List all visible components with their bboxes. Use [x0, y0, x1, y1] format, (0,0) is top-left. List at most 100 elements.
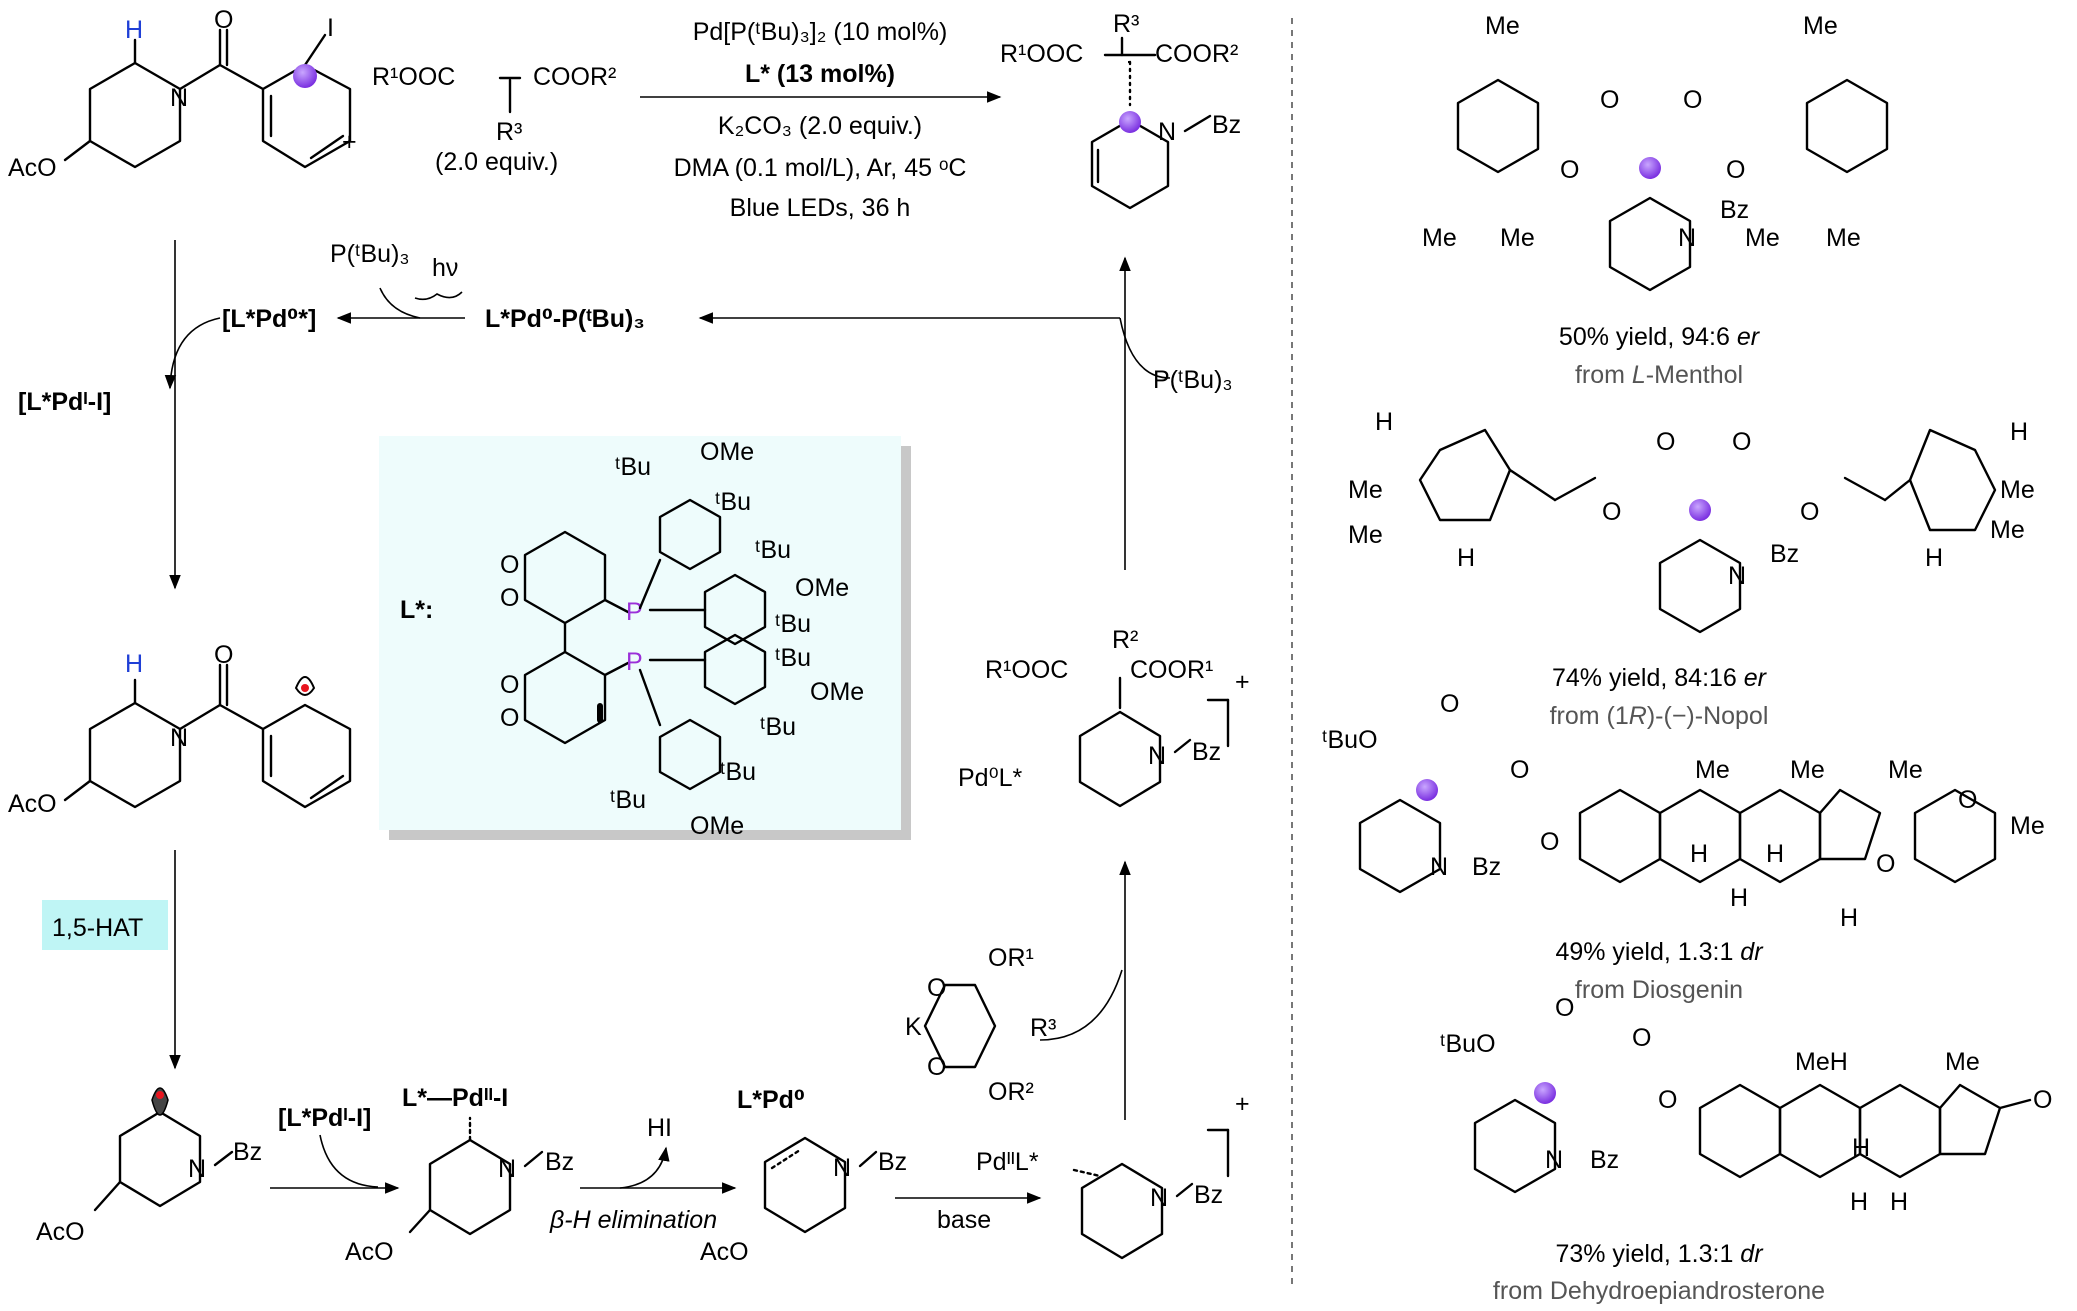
coupled-pd: Pd⁰L*: [958, 764, 1023, 792]
menthol-o1: O: [1560, 156, 1579, 184]
aryl-o: O: [214, 641, 233, 669]
excited-pd: [L*Pd⁰*]: [222, 305, 316, 333]
diosgenin-o5: O: [1876, 850, 1895, 878]
condition-catalyst: Pd[P(ᵗBu)₃]₂ (10 mol%): [693, 18, 948, 46]
malonate-r3: R³: [496, 118, 522, 146]
hi-label: HI: [647, 1114, 672, 1142]
pd0-alkene-n: N: [833, 1154, 851, 1182]
example-dhea: ᵗBuO O O O N Bz O MeH Me H H H 73% yield…: [1440, 994, 2052, 1305]
ligand-tbu4: ᵗBu: [775, 610, 811, 638]
alkyl-radical-intermediate: N Bz AcO: [36, 1087, 262, 1246]
hv-label: hν: [432, 254, 458, 282]
coupled-intermediate: R¹OOC COOR¹ R² N Bz Pd⁰L* +: [958, 626, 1250, 808]
coupled-bz: Bz: [1192, 738, 1221, 766]
dhea-meh: MeH: [1795, 1048, 1848, 1076]
base-step: base: [895, 1192, 1042, 1234]
aryl-h: H: [125, 650, 143, 678]
pdII-n: N: [498, 1155, 516, 1183]
dhea-o3: O: [1658, 1086, 1677, 1114]
product-bz: Bz: [1212, 111, 1241, 139]
nopol-o2: O: [1656, 428, 1675, 456]
hat-label: 1,5-HAT: [52, 914, 143, 942]
nopol-yield: 74% yield, 84:16 er: [1552, 664, 1768, 692]
pdII-aco: AcO: [345, 1238, 394, 1266]
dhea-o4: O: [2033, 1086, 2052, 1114]
malonate-right: COOR²: [533, 63, 616, 91]
menthol-me6: Me: [1826, 224, 1861, 252]
substrate-i: I: [327, 14, 334, 42]
diosgenin-o1: O: [1440, 690, 1459, 718]
substrate-piperidine-amide: H O I N AcO: [8, 6, 352, 182]
pdI-iodide: [L*Pdᴵ-I]: [18, 388, 111, 416]
dhea-h3: H: [1890, 1188, 1908, 1216]
dhea-me: Me: [1945, 1048, 1980, 1076]
aryl-n: N: [170, 724, 188, 752]
enolate-r3: R³: [1030, 1014, 1056, 1042]
dhea-tbuo: ᵗBuO: [1440, 1030, 1496, 1058]
product-n: N: [1158, 118, 1176, 146]
ligand-label: L*:: [400, 596, 433, 624]
nopol-me4: Me: [1990, 516, 2025, 544]
enolate-o2: O: [927, 1053, 946, 1081]
pd0-alkene-bz: Bz: [878, 1148, 907, 1176]
ligand-tbu6: ᵗBu: [760, 713, 796, 741]
menthol-me3: Me: [1422, 224, 1457, 252]
dhea-h1: H: [1852, 1134, 1870, 1162]
pd0-complex: L*Pd⁰-P(ᵗBu)₃: [485, 305, 645, 333]
enolate-or2: OR²: [988, 1078, 1034, 1106]
menthol-source: from L-Menthol: [1575, 361, 1743, 389]
menthol-o2: O: [1600, 86, 1619, 114]
condition-solvent: DMA (0.1 mol/L), Ar, 45 ᵒC: [674, 154, 967, 182]
pdI-top: [L*Pdᴵ-I]: [278, 1104, 371, 1132]
pd0-alkene-aco: AcO: [700, 1238, 749, 1266]
condition-light: Blue LEDs, 36 h: [730, 194, 911, 222]
menthol-n: N: [1678, 224, 1696, 252]
alkyl-n: N: [188, 1155, 206, 1183]
diosgenin-me4: Me: [2010, 812, 2045, 840]
enolate-or1: OR¹: [988, 944, 1034, 972]
diosgenin-h3: H: [1730, 884, 1748, 912]
nopol-me1: Me: [1348, 476, 1383, 504]
enolate-k: K: [905, 1013, 922, 1041]
malonate-left: R¹OOC: [372, 63, 455, 91]
nopol-o1: O: [1602, 498, 1621, 526]
diosgenin-o2: O: [1510, 756, 1529, 784]
menthol-me5: Me: [1745, 224, 1780, 252]
nopol-o3: O: [1732, 428, 1751, 456]
product-right: COOR²: [1155, 40, 1238, 68]
pd0-alkene-intermediate: L*Pd⁰ N Bz AcO: [700, 1086, 907, 1266]
nopol-me2: Me: [1348, 521, 1383, 549]
plus-sign: +: [342, 128, 357, 156]
ligand-p2: P: [626, 648, 643, 676]
dhea-yield: 73% yield, 1.3:1 dr: [1555, 1240, 1764, 1268]
diosgenin-h1: H: [1690, 840, 1708, 868]
pdII-label: L*—Pdᴵᴵ-I: [402, 1084, 508, 1112]
pi-allyl-n: N: [1150, 1184, 1168, 1212]
ptbu3-hv: P(ᵗBu)₃: [330, 240, 410, 268]
ligand-tbu2: ᵗBu: [715, 488, 751, 516]
coupled-left: R¹OOC: [985, 656, 1068, 684]
dhea-o2: O: [1632, 1024, 1651, 1052]
beta-h-step: HI β-H elimination: [549, 1114, 737, 1234]
nopol-me3: Me: [2000, 476, 2035, 504]
substrate-h: H: [125, 16, 143, 44]
ligand-tbu3: ᵗBu: [755, 536, 791, 564]
pd0-alkene-label: L*Pd⁰: [737, 1086, 805, 1114]
ligand-box: L*: P P O O O O ᵗBu OMe ᵗBu ᵗBu OMe ᵗBu …: [379, 436, 911, 840]
base-label: base: [937, 1206, 991, 1234]
diosgenin-yield: 49% yield, 1.3:1 dr: [1555, 938, 1764, 966]
nopol-h1: H: [1375, 408, 1393, 436]
beta-h-label: β-H elimination: [549, 1206, 717, 1234]
pdII-bz: Bz: [545, 1148, 574, 1176]
alkyl-aco: AcO: [36, 1218, 85, 1246]
ligand-tbu7: ᵗBu: [720, 758, 756, 786]
coupled-right: COOR¹: [1130, 656, 1213, 684]
diosgenin-me2: Me: [1790, 756, 1825, 784]
enolate-o1: O: [927, 974, 946, 1002]
diosgenin-tbuo: ᵗBuO: [1322, 726, 1378, 754]
aryl-radical-intermediate: H O N AcO: [8, 641, 352, 818]
diosgenin-bz: Bz: [1472, 853, 1501, 881]
ligand-ome2: OMe: [795, 574, 849, 602]
example-nopol: H Me Me H H Me Me H O O O O N Bz 74% yie…: [1348, 408, 2035, 730]
